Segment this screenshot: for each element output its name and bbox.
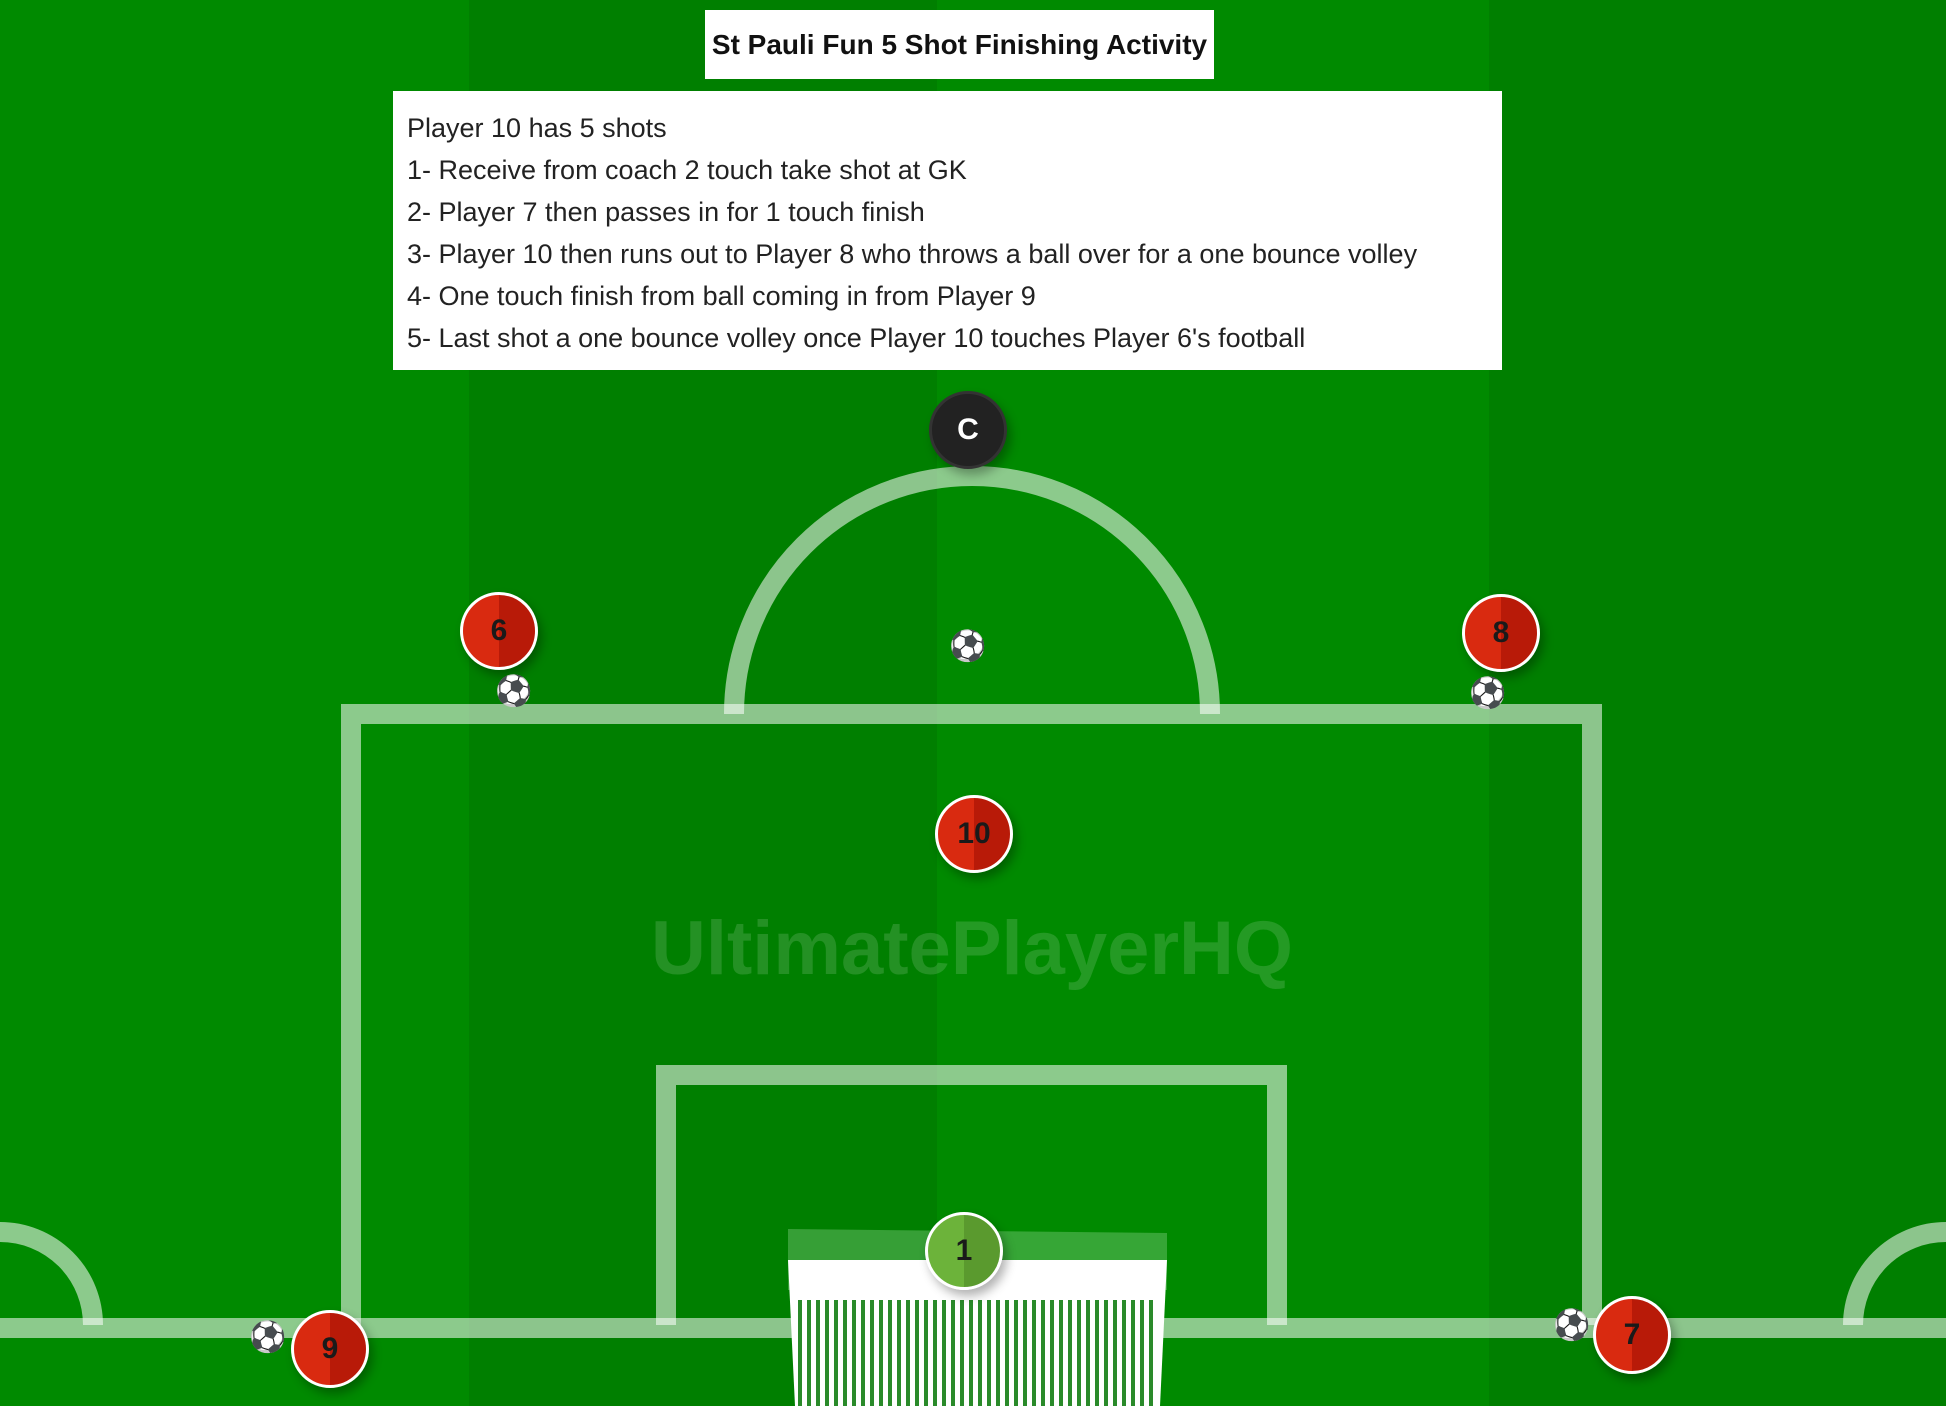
player-7-token[interactable]: 7 <box>1593 1296 1671 1374</box>
instruction-line: Player 10 has 5 shots <box>407 113 667 143</box>
watermark: UltimatePlayerHQ <box>650 906 1294 991</box>
goal-net <box>798 1300 1153 1406</box>
football-icon[interactable]: ⚽ <box>1469 677 1507 710</box>
pitch-stripe <box>1489 0 1946 1406</box>
football-icon[interactable]: ⚽ <box>949 630 987 663</box>
instruction-line: 2- Player 7 then passes in for 1 touch f… <box>407 197 925 227</box>
instruction-line: 5- Last shot a one bounce volley once Pl… <box>407 323 1306 353</box>
goal <box>788 1229 1167 1406</box>
football-icon[interactable]: ⚽ <box>249 1321 287 1354</box>
football-icon[interactable]: ⚽ <box>495 675 533 708</box>
page-title: St Pauli Fun 5 Shot Finishing Activity <box>705 10 1214 79</box>
corner-arc-left <box>0 1222 103 1326</box>
player-8-token[interactable]: 8 <box>1462 594 1540 672</box>
player-9-token[interactable]: 9 <box>291 1310 369 1388</box>
penalty-arc <box>724 466 1220 715</box>
coach-token[interactable]: C <box>929 391 1007 469</box>
player-6-token[interactable]: 6 <box>460 592 538 670</box>
instruction-line: 3- Player 10 then runs out to Player 8 w… <box>407 239 1418 269</box>
corner-arc-right <box>1843 1222 1946 1326</box>
football-icon[interactable]: ⚽ <box>1553 1309 1591 1342</box>
player-10-token[interactable]: 10 <box>935 795 1013 873</box>
instruction-line: 1- Receive from coach 2 touch take shot … <box>407 155 967 185</box>
instruction-line: 4- One touch finish from ball coming in … <box>407 281 1036 311</box>
penalty-box <box>341 704 1602 1325</box>
goalkeeper-1-token[interactable]: 1 <box>925 1212 1003 1290</box>
instructions-box: Player 10 has 5 shots 1- Receive from co… <box>393 91 1502 370</box>
six-yard-box <box>656 1065 1287 1325</box>
